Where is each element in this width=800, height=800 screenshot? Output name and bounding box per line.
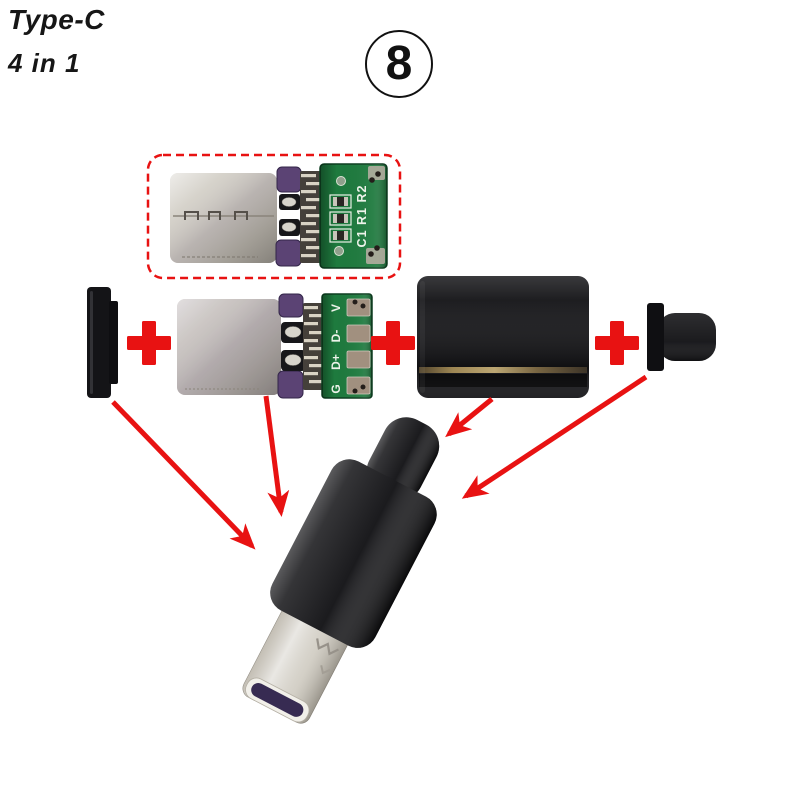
pcb-dot	[369, 177, 375, 183]
dust-cap-plug	[109, 301, 118, 384]
plug-stamp-mark-2	[320, 665, 331, 675]
pcb-dot	[375, 171, 381, 177]
title-line-1: Type-C	[8, 4, 105, 35]
typec-pcb-module-top: C1 R1 R2	[170, 163, 388, 269]
pcb-shading	[322, 294, 372, 398]
purple-gasket-top	[276, 166, 302, 193]
rivet-2	[281, 222, 297, 232]
highlight-dashed-box	[146, 153, 402, 280]
shell-stamped-tabs	[184, 211, 248, 220]
plus-icon-3	[595, 321, 639, 365]
purple-gasket-bottom	[277, 370, 304, 399]
typec-pcb-module-part: V D- D+ G	[177, 293, 373, 399]
dust-cap-part	[87, 287, 118, 398]
pcb-dot	[368, 251, 374, 257]
pcb-corner-pad-bottom	[366, 248, 385, 264]
pad-label-d-minus: D-	[329, 330, 343, 343]
boot-cylinder-shading	[658, 313, 716, 361]
assembly-arrows	[111, 374, 648, 550]
pcb-dot	[360, 303, 366, 309]
purple-gasket-top	[278, 293, 304, 318]
metal-shell-shading	[170, 173, 277, 263]
metal-shell-shading	[177, 299, 281, 395]
pcb-dot	[360, 384, 366, 390]
plug-stamp-mark	[316, 638, 339, 656]
title-line-2: 4 in 1	[8, 48, 81, 78]
solder-pads	[346, 298, 371, 395]
metal-shell-tint	[177, 299, 281, 395]
arrow-from-pcb-module	[263, 395, 290, 517]
item-number-badge: 8	[365, 30, 433, 98]
pcb-dot	[374, 245, 380, 251]
pad-label-g: G	[329, 384, 343, 393]
housing-edge-highlight	[420, 281, 425, 393]
pad-label-d-plus: D+	[329, 354, 343, 370]
housing-lower-band	[419, 374, 587, 387]
plus-icon-1	[127, 321, 171, 365]
strain-relief-boot-part	[647, 303, 716, 371]
plug-opening	[251, 683, 304, 717]
pcb-through-hole-bottom	[334, 246, 344, 256]
arrow-from-boot	[461, 374, 648, 499]
boot-flange	[647, 303, 664, 371]
smd-components	[329, 194, 352, 243]
arrow-from-housing	[445, 397, 494, 438]
rivet-2	[284, 354, 302, 366]
product-title: Type-C 4 in 1	[8, 4, 105, 79]
pcb-dot	[352, 388, 358, 394]
housing-shell-part	[417, 276, 589, 398]
pad-label-v: V	[329, 304, 343, 312]
plus-icon-2	[371, 321, 415, 365]
rivet-1	[281, 197, 297, 207]
pcb-dot	[352, 299, 358, 305]
pcb-through-hole-top	[336, 176, 346, 186]
assembled-metal-plug	[242, 603, 350, 724]
assembled-body-shading	[270, 459, 437, 648]
rivet-1	[284, 326, 302, 338]
pin-comb-teeth	[304, 306, 323, 384]
pin-comb-teeth	[301, 174, 321, 258]
assembled-typec-connector	[242, 417, 440, 724]
dust-cap-highlight	[90, 291, 93, 394]
purple-gasket-bottom	[275, 239, 302, 267]
arrow-from-dust-cap	[111, 400, 256, 550]
pcb-silkscreen-marking: C1 R1 R2	[355, 185, 369, 248]
housing-gold-stripe	[419, 367, 587, 373]
item-number: 8	[385, 37, 413, 90]
